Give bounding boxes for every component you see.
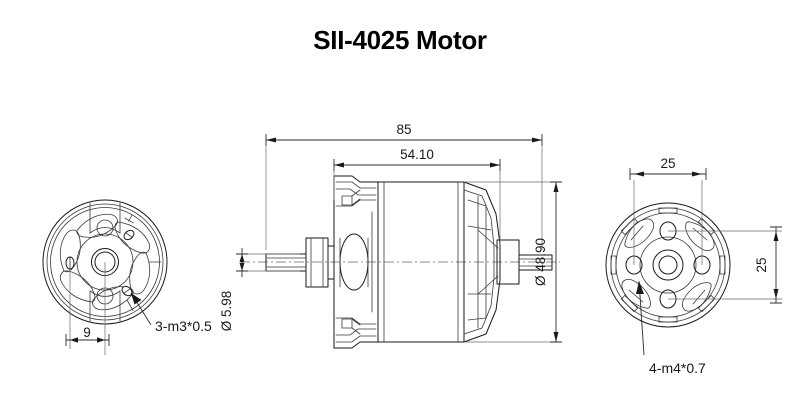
dim-overall-length-85: 85 bbox=[265, 122, 543, 250]
left-top-boss bbox=[89, 202, 121, 234]
dim-diameter-598-label: Ø 5.98 bbox=[219, 291, 234, 332]
right-dim-25-vertical: 25 bbox=[668, 226, 782, 304]
dim-body-diameter: Ø 48.90 bbox=[464, 181, 562, 343]
right-cooling-vanes bbox=[621, 218, 715, 312]
dim-shaft-diameter: Ø 5.98 bbox=[219, 248, 300, 331]
left-dim-9: 9 bbox=[65, 262, 110, 355]
left-dim-9-label: 9 bbox=[83, 325, 91, 340]
rear-shaft-stub bbox=[518, 254, 553, 271]
right-hub-outer bbox=[639, 236, 697, 294]
right-dim-25-horizontal: 25 bbox=[629, 156, 707, 265]
left-web-ribs bbox=[124, 214, 162, 311]
middle-side-view: 85 54.10 Ø 48.90 bbox=[219, 122, 562, 349]
dim-5410-label: 54.10 bbox=[400, 147, 434, 162]
right-callout-m4: 4-m4*0.7 bbox=[636, 280, 706, 376]
right-outer-rim bbox=[605, 202, 731, 328]
dim-85-label: 85 bbox=[396, 122, 411, 137]
dim-body-length-5410: 54.10 bbox=[333, 147, 501, 244]
left-front-face-view: 9 3-m3*0.5 bbox=[42, 199, 212, 355]
left-callout-m3: 3-m3*0.5 bbox=[130, 292, 212, 334]
right-rear-face-view: 25 25 4-m4*0.7 bbox=[605, 156, 782, 376]
rear-end-bell bbox=[463, 181, 553, 343]
right-bore bbox=[658, 255, 678, 275]
rear-bell-outline bbox=[463, 181, 501, 343]
right-callout-m4-label: 4-m4*0.7 bbox=[649, 360, 706, 376]
left-callout-m3-label: 3-m3*0.5 bbox=[155, 318, 212, 334]
front-end-bell bbox=[333, 175, 379, 349]
left-top-boss-hole bbox=[96, 219, 114, 237]
dim-diameter-4890-label: Ø 48.90 bbox=[533, 238, 548, 286]
page-title: SII-4025 Motor bbox=[313, 25, 487, 55]
right-dim-25h-label: 25 bbox=[660, 156, 675, 171]
right-dim-25v-label: 25 bbox=[754, 257, 769, 272]
right-bore-outer bbox=[652, 249, 684, 281]
left-m3-hole-2 bbox=[121, 285, 133, 297]
right-rim-notches bbox=[610, 207, 726, 323]
left-m3-hole-1 bbox=[123, 229, 135, 241]
